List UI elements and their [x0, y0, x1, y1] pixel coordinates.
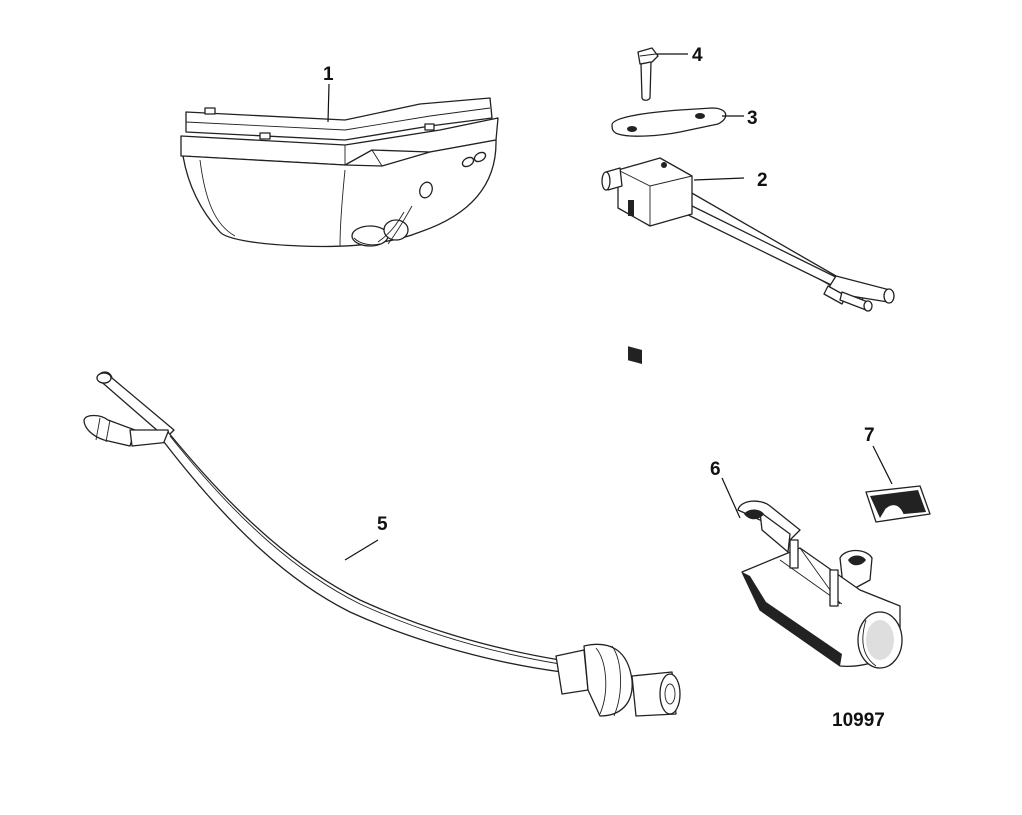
figure-number: 10997: [832, 710, 885, 731]
leader-6: [721, 477, 741, 519]
clip-icon: [865, 485, 931, 523]
leader-2: [693, 177, 745, 181]
leader-5: [344, 539, 379, 561]
transducer-housing-icon: [180, 97, 499, 248]
callout-4: 4: [692, 45, 703, 66]
callout-6: 6: [710, 459, 721, 480]
leader-7: [872, 445, 893, 485]
mounting-plate-icon: [611, 107, 727, 137]
callout-1: 1: [323, 64, 334, 85]
callout-5: 5: [377, 514, 388, 535]
bolt-icon: [637, 47, 659, 101]
sensor-with-tubes-icon: [601, 157, 895, 365]
callout-2: 2: [757, 170, 768, 191]
cable-with-connector-icon: [83, 371, 681, 717]
leader-1: [327, 83, 330, 123]
bracket-icon: [737, 500, 903, 669]
callout-7: 7: [864, 425, 875, 446]
callout-3: 3: [747, 108, 758, 129]
